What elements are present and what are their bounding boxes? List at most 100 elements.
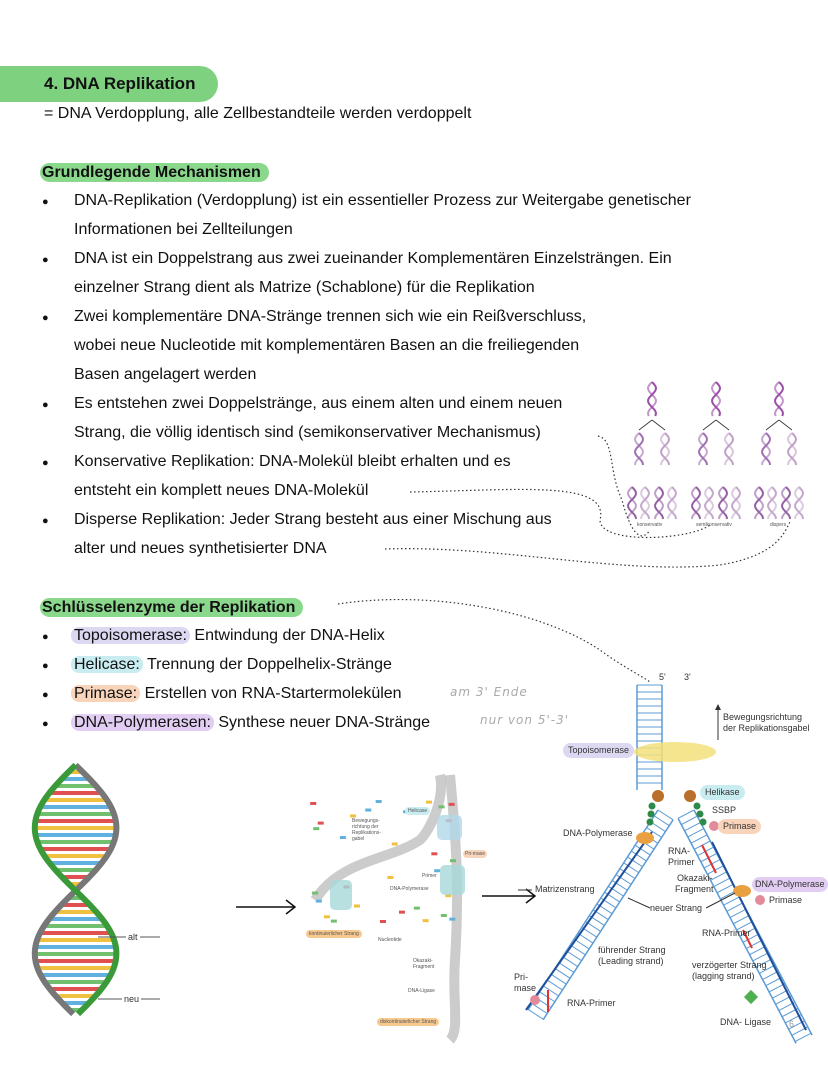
nucleotide	[350, 814, 357, 818]
rung	[729, 908, 747, 918]
helix-strand	[773, 381, 784, 417]
nucleotide	[449, 917, 456, 921]
strand	[445, 774, 463, 1044]
arrow-icon	[638, 419, 666, 431]
small-discontinuous-label: diskontinuierlicher Strang	[377, 1018, 440, 1026]
helix-strand	[690, 486, 701, 520]
small-ligase-label: DNA-Ligase	[408, 988, 435, 994]
helix-label-new: neu	[122, 994, 142, 1005]
rung	[623, 862, 640, 874]
helix-strand	[626, 486, 637, 520]
nucleotide	[380, 920, 386, 923]
helix-strand	[704, 486, 715, 520]
nucleotide	[354, 904, 361, 908]
bullet-text: Konservative Replikation: DNA-Molekül bl…	[74, 453, 511, 470]
helikase-shape	[652, 790, 664, 802]
nucleotide	[413, 906, 420, 910]
model-label: semikonservativ	[696, 522, 732, 528]
rung	[577, 932, 594, 944]
rna-primer-label: Primer	[668, 857, 695, 867]
helix-strand	[786, 432, 797, 466]
double-helix-figure	[31, 762, 160, 1017]
arrow-icon	[702, 419, 730, 431]
rung	[713, 877, 730, 887]
rung	[653, 815, 670, 827]
enzyme-description: Synthese neuer DNA-Stränge	[213, 714, 431, 731]
rung	[723, 896, 740, 906]
helikase-shape	[684, 790, 696, 802]
small-primer-label: Primer	[422, 873, 437, 879]
rung	[615, 874, 632, 885]
nucleotide	[312, 891, 319, 895]
nucleotide	[339, 836, 346, 840]
primase-label-3: mase	[514, 983, 537, 993]
rung	[726, 902, 743, 912]
new-strand-line	[525, 831, 653, 1011]
helix-strand	[691, 486, 702, 520]
nucleotide	[422, 919, 429, 923]
nucleotide	[445, 894, 452, 898]
small-primase-label: Pri-mase	[463, 850, 488, 858]
helix-strand	[646, 381, 657, 417]
bullet-text: DNA ist ein Doppelstrang aus zwei zueina…	[74, 250, 672, 267]
enzyme-name: Topoisomerase:	[71, 627, 190, 644]
helix-strand	[774, 381, 785, 417]
nucleotide	[425, 800, 432, 804]
handwritten-note: am 3' Ende	[450, 685, 528, 699]
helix-strand	[627, 486, 638, 520]
template-strand-label: Matrizenstrang	[535, 884, 595, 894]
direction-label: Bewegungsrichtung	[723, 712, 803, 722]
rung	[716, 883, 734, 894]
polymerase	[330, 880, 352, 910]
arrow-icon	[482, 888, 537, 904]
page-title: 4. DNA Replikation	[44, 74, 196, 93]
nucleotide	[391, 842, 398, 846]
title-highlight	[0, 66, 218, 102]
helix-strand	[647, 381, 658, 417]
replication-fork-figure	[518, 684, 813, 1044]
rung	[631, 850, 647, 862]
nucleotide	[387, 875, 394, 879]
rung	[627, 856, 643, 868]
rna-primer-label-3: RNA-Primer	[567, 998, 616, 1008]
nucleotide	[365, 808, 372, 812]
rung	[746, 939, 763, 949]
nucleotide	[434, 869, 441, 873]
helix-strand	[724, 432, 735, 466]
rung	[684, 821, 701, 832]
ssbp-shape	[699, 818, 707, 826]
ligase-shape	[743, 989, 759, 1005]
small-okazaki-label: Okazaki-Fragment	[413, 958, 435, 970]
ssbp-shape	[648, 802, 656, 810]
lagging-strand-label: (lagging strand)	[692, 971, 755, 981]
small-nucleotide-label: Nucleotide	[378, 937, 402, 943]
bullet-icon: ●	[42, 399, 49, 411]
pointer-line	[627, 897, 651, 909]
bullet-icon: ●	[42, 689, 49, 701]
leading-template	[542, 819, 674, 1021]
rung	[547, 979, 563, 991]
rung	[611, 880, 628, 891]
rung	[681, 815, 698, 826]
helix-strand	[667, 486, 678, 520]
bullet-icon: ●	[42, 515, 49, 527]
topoisomerase-label: Topoisomerase	[563, 743, 635, 758]
helix-strand	[633, 432, 644, 466]
helix-strand	[698, 432, 709, 466]
bullet-text: alter und neues synthetisierter DNA	[74, 540, 327, 557]
helix-strand	[794, 486, 805, 520]
rung	[543, 985, 559, 997]
bullet-icon: ●	[42, 457, 49, 469]
rung	[752, 952, 770, 962]
ssbp-label: SSBP	[712, 805, 737, 815]
leading-strand-label: führender Strang	[598, 945, 666, 955]
helix-strand	[753, 486, 764, 520]
helix-strand	[640, 486, 651, 520]
arrow-icon	[715, 704, 721, 710]
enzyme-name: DNA-Polymerasen:	[71, 714, 214, 731]
enzyme-name: Primase:	[71, 685, 141, 702]
bullet-icon: ●	[42, 660, 49, 672]
primase-shape	[755, 895, 765, 905]
nucleotide	[323, 915, 330, 919]
helix-strand	[634, 432, 645, 466]
